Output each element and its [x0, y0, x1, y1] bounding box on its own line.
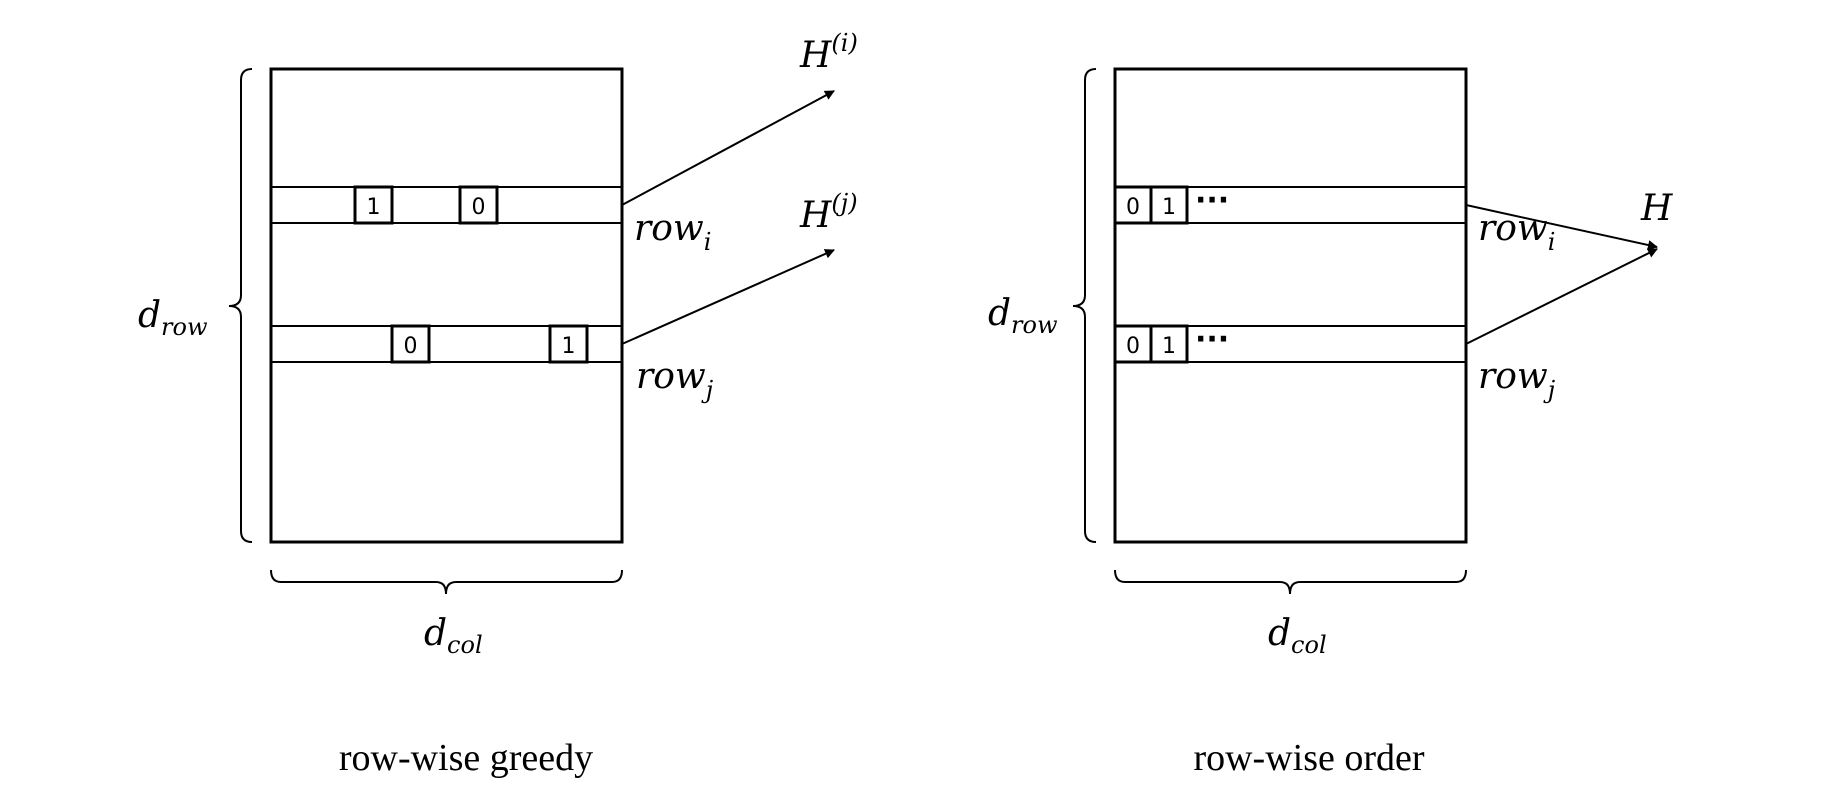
cell-box: 1	[1149, 324, 1189, 364]
row-i-strip: 1 0	[271, 185, 622, 225]
cell-value: 0	[404, 334, 418, 359]
cell-value: 0	[472, 195, 486, 220]
ellipsis: ···	[1195, 183, 1229, 218]
cell-box: 1	[548, 324, 589, 364]
cell-value: 1	[562, 334, 576, 359]
row-brace	[1072, 68, 1097, 543]
panel-row-wise-greedy: 1 0 0 1 drow dco	[138, 29, 858, 779]
d-col-label: dcol	[1268, 613, 1327, 659]
cell-value: 0	[1126, 334, 1140, 359]
caption-row-wise-greedy: row-wise greedy	[339, 737, 593, 779]
caption-row-wise-order: row-wise order	[1193, 737, 1424, 779]
cell-box: 1	[1149, 185, 1189, 225]
row-i-strip: 0 1 ···	[1113, 183, 1466, 225]
row-i-label: rowi	[634, 208, 711, 256]
row-brace	[228, 68, 253, 543]
arrow-to-h-j	[621, 249, 835, 345]
output-h-j-label: H(j)	[799, 189, 858, 236]
output-h-i-label: H(i)	[799, 29, 858, 76]
row-j-strip: 0 1	[271, 324, 622, 364]
d-row-label: drow	[988, 293, 1058, 339]
arrow-row-i-to-h	[1465, 204, 1658, 250]
cell-box: 1	[353, 185, 394, 225]
d-row-label: drow	[138, 295, 208, 341]
arrow-row-j-to-h	[1465, 248, 1658, 345]
matrix-box	[1113, 67, 1468, 544]
row-j-label: rowj	[1478, 356, 1556, 404]
cell-box: 0	[458, 185, 499, 225]
row-j-strip: 0 1 ···	[1113, 322, 1466, 364]
panel-row-wise-order: 0 1 ··· 0 1 ··· drow	[988, 67, 1673, 779]
output-h-label: H	[1640, 188, 1673, 229]
cell-box: 0	[1113, 185, 1153, 225]
cell-box: 0	[1113, 324, 1153, 364]
cell-box: 0	[390, 324, 431, 364]
d-col-label: dcol	[424, 613, 483, 659]
cell-value: 1	[367, 195, 381, 220]
cell-value: 0	[1126, 195, 1140, 220]
col-brace	[1114, 569, 1467, 595]
cell-value: 1	[1162, 334, 1176, 359]
matrix-box	[269, 67, 624, 544]
cell-value: 1	[1162, 195, 1176, 220]
col-brace	[270, 569, 623, 595]
ellipsis: ···	[1195, 322, 1229, 357]
arrow-to-h-i	[621, 90, 835, 206]
row-j-label: rowj	[636, 356, 714, 404]
